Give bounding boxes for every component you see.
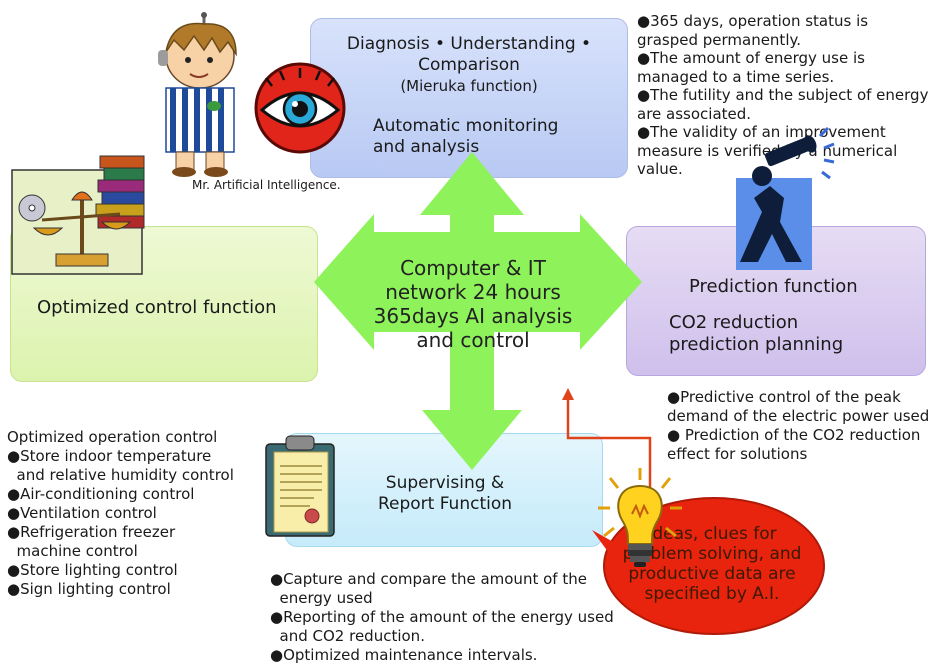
- ideas-line: Ideas, clues for: [647, 524, 777, 544]
- supervising-title-line: Report Function: [377, 494, 513, 514]
- center-text: Computer & IT network 24 hours 365days A…: [345, 256, 601, 352]
- note-line: demand of the electric power used: [667, 407, 930, 425]
- diagnosis-title-line: Diagnosis • Understanding •: [346, 34, 592, 54]
- diagnosis-sub-line: and analysis: [373, 137, 480, 157]
- note-line: ●Reporting of the amount of the energy u…: [270, 608, 614, 626]
- supervising-title-line: Supervising &: [385, 473, 505, 493]
- ideas-bubble: [592, 497, 825, 635]
- supervising-box: [285, 433, 603, 547]
- prediction-subtitle: CO2 reduction prediction planning: [669, 312, 843, 356]
- optimized-notes: Optimized operation control ●Store indoo…: [7, 428, 234, 599]
- note-line: ● Prediction of the CO2 reduction: [667, 426, 921, 444]
- diagnosis-sub-line: Automatic monitoring: [373, 116, 559, 136]
- center-line: and control: [416, 328, 530, 352]
- prediction-title: Prediction function: [689, 276, 858, 297]
- diagnosis-title: Diagnosis • Understanding • Comparison (…: [318, 34, 620, 97]
- note-line: ●Predictive control of the peak: [667, 388, 901, 406]
- note-line: ●Ventilation control: [7, 504, 157, 522]
- supervising-title: Supervising & Report Function: [300, 473, 590, 515]
- center-line: 365days AI analysis: [373, 304, 573, 328]
- telescope-person-icon: [736, 126, 835, 270]
- note-line: ●365 days, operation status is: [637, 12, 869, 30]
- center-line: network 24 hours: [385, 280, 561, 304]
- note-line: and CO2 reduction.: [270, 627, 425, 645]
- diagnosis-title-line: (Mieruka function): [400, 77, 538, 95]
- note-line: and relative humidity control: [7, 466, 234, 484]
- prediction-notes: ●Predictive control of the peak demand o…: [667, 388, 929, 464]
- ideas-line: problem solving, and: [622, 544, 802, 564]
- note-line: Optimized operation control: [7, 428, 218, 446]
- prediction-sub-line: CO2 reduction: [669, 312, 799, 333]
- ai-character-icon: [158, 12, 237, 177]
- note-line: ●Air-conditioning control: [7, 485, 195, 503]
- optimized-title: Optimized control function: [37, 297, 277, 318]
- diagnosis-box: [310, 18, 628, 178]
- note-line: energy used: [270, 589, 373, 607]
- note-line: managed to a time series.: [637, 67, 835, 86]
- ideas-text: Ideas, clues for problem solving, and pr…: [612, 524, 812, 604]
- note-line: machine control: [7, 542, 138, 560]
- note-line: ●Sign lighting control: [7, 580, 171, 598]
- note-line: ●Store indoor temperature: [7, 447, 212, 465]
- note-line: ●Store lighting control: [7, 561, 178, 579]
- note-line: effect for solutions: [667, 445, 808, 463]
- prediction-sub-line: prediction planning: [669, 334, 844, 355]
- note-line: value.: [637, 160, 683, 178]
- lightbulb-icon: [598, 468, 682, 567]
- note-line: grasped permanently.: [637, 30, 801, 49]
- center-line: Computer & IT: [400, 256, 546, 280]
- note-line: ●The amount of energy use is: [637, 49, 865, 67]
- note-line: ●Refrigeration freezer: [7, 523, 176, 541]
- clipboard-icon: [265, 435, 335, 537]
- diagnosis-subtitle: Automatic monitoring and analysis: [373, 116, 558, 158]
- note-line: ●The validity of an improvement: [637, 123, 886, 141]
- eye-icon: [254, 62, 346, 154]
- note-line: are associated.: [637, 104, 752, 123]
- note-line: ●Capture and compare the amount of the: [270, 570, 587, 588]
- ai-character-caption: Mr. Artificial Intelligence.: [192, 178, 341, 192]
- diagnosis-title-line: Comparison: [418, 55, 520, 75]
- scale-books-icon: [11, 155, 145, 275]
- ideas-line: productive data are: [628, 564, 796, 584]
- ideas-line: specified by A.I.: [644, 584, 780, 604]
- note-line: ●The futility and the subject of energy: [637, 86, 929, 104]
